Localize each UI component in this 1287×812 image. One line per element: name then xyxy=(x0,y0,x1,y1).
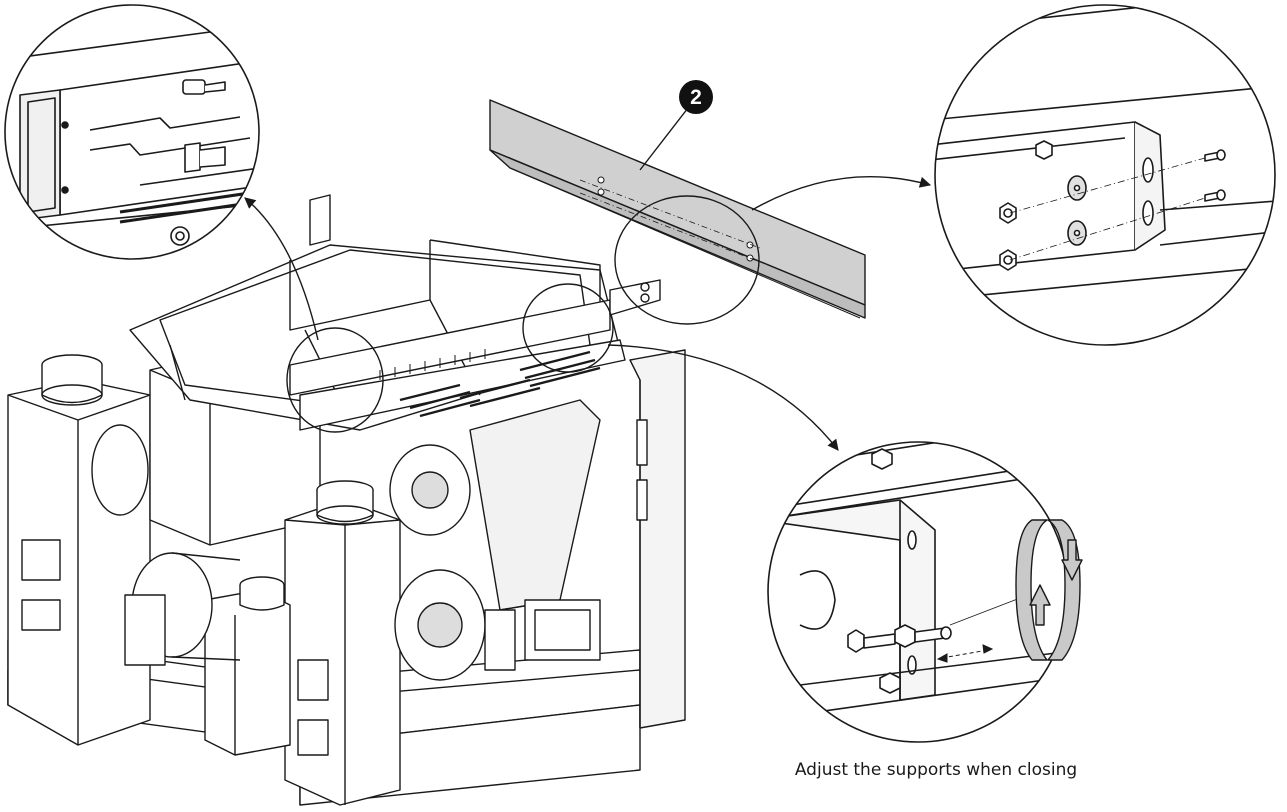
rotation-arrows xyxy=(1015,519,1083,661)
callout-number: 2 xyxy=(690,86,702,109)
detail-top-right xyxy=(934,4,1276,346)
adjust-direction-arrow xyxy=(936,644,994,663)
arrow-to-bottom-right xyxy=(607,344,839,451)
caption-text: Adjust the supports when closing xyxy=(794,760,1078,780)
front-housing xyxy=(284,499,401,806)
support-rail xyxy=(289,299,611,396)
detail-marker-right xyxy=(614,195,760,325)
top-panel-2 xyxy=(489,99,866,319)
detail-bottom-right xyxy=(767,441,1083,743)
hopper xyxy=(469,399,601,611)
machine-assembly xyxy=(7,194,686,806)
arrow-to-top-left xyxy=(244,197,319,341)
detail-marker-middle xyxy=(522,283,614,373)
detail-markers xyxy=(286,195,760,433)
callout-2: 2 xyxy=(679,80,713,114)
callout-leader xyxy=(639,107,689,171)
detail-marker-left xyxy=(286,327,384,433)
vented-plate xyxy=(299,339,626,431)
arrow-to-top-right xyxy=(751,176,932,211)
detail-arrows xyxy=(244,176,932,451)
detail-top-left xyxy=(4,4,260,260)
